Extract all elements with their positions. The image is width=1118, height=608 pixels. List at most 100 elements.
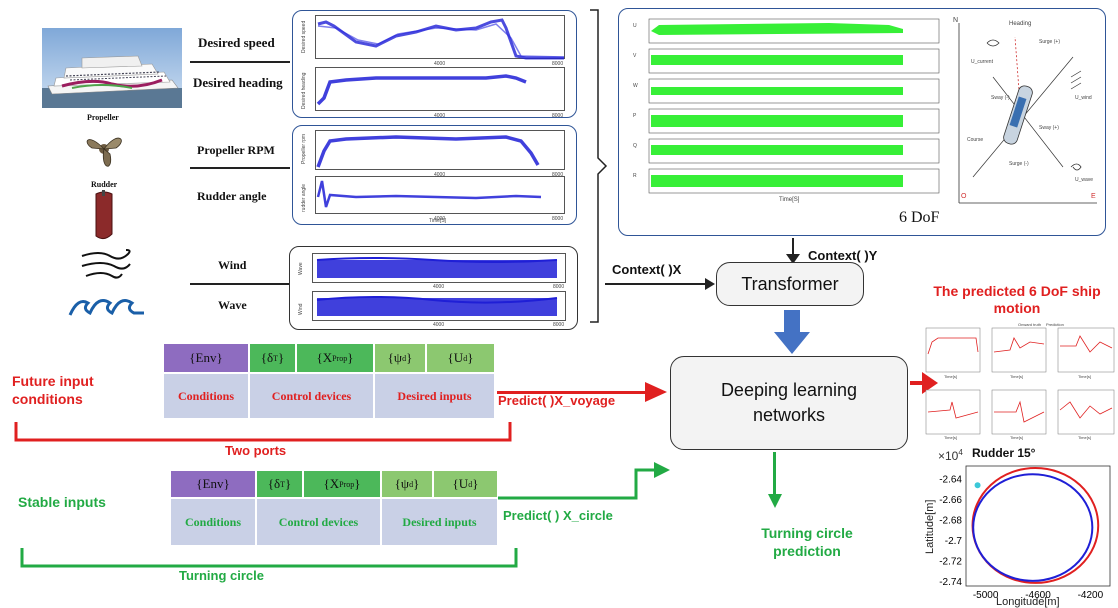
propeller-rpm-label: Propeller RPM	[197, 143, 275, 157]
circle-arrow	[498, 462, 670, 500]
wind-series	[316, 296, 558, 316]
wave-series	[316, 257, 558, 278]
turning-circle-label: Turning circle	[179, 568, 264, 583]
two-ports-label: Two ports	[225, 443, 287, 458]
speed-plot: 4000 8000	[315, 15, 565, 67]
start-marker	[974, 482, 981, 489]
desired-heading-label: Desired heading	[193, 75, 283, 90]
wave-ylabel: Wave	[298, 262, 304, 275]
wind-label: Wind	[218, 258, 247, 272]
context-x-arrowhead	[705, 278, 715, 290]
y-tick-label: -2.72	[939, 556, 962, 567]
dl-networks-box: Deeping learning networks	[670, 356, 908, 450]
wave-plot: 4000 8000	[312, 253, 566, 290]
propeller-label: Propeller	[87, 113, 119, 122]
rudder-series	[316, 180, 542, 208]
y-tick-label: -2.7	[945, 536, 963, 547]
transformer-box: Transformer	[716, 262, 864, 306]
predict-circle-label: Predict( ) X_circle	[503, 508, 613, 523]
desired-speed-label: Desired speed	[198, 35, 275, 50]
conditions-cell: Conditions	[163, 373, 249, 419]
wave-icon	[68, 299, 144, 316]
stable-inputs-label: Stable inputs	[18, 494, 106, 510]
voyage-arrowhead	[645, 382, 667, 402]
body-frame-axes	[958, 23, 1097, 204]
rudder-plot: 4000 8000	[315, 176, 565, 222]
turning-circle-series-1	[972, 473, 1094, 582]
dof-plots	[629, 17, 944, 207]
chart-xlabel: Longitude[m]	[996, 596, 1060, 608]
x-tick-label: -5000	[973, 590, 999, 601]
y-tick-label: -2.64	[939, 474, 962, 485]
dof-caption: 6 DoF	[899, 209, 940, 226]
conditions-cell: Conditions	[170, 498, 256, 546]
turning-circle-plot: -2.64 -2.66 -2.68 -2.7 -2.72 -2.74 -5000 -4600 -…	[939, 465, 1111, 601]
env-cell: {Env}	[170, 470, 256, 498]
context-y-label: Context( )Y	[808, 248, 878, 263]
predict-voyage-label: Predict( )X_voyage	[498, 393, 616, 408]
mini-plot-series	[925, 327, 1115, 435]
wind-icon	[81, 249, 131, 279]
wind-plot: 4000 8000	[312, 291, 566, 328]
future-conditions-label: Future input conditions	[12, 373, 94, 408]
ferry-icon	[42, 28, 182, 108]
rudder-label: Rudder	[91, 180, 118, 189]
y-tick-label: -2.66	[939, 495, 962, 506]
rpm-series	[316, 135, 540, 168]
heading-plot: 4000 8000	[315, 67, 565, 119]
heading-ylabel: Desired heading	[301, 72, 307, 109]
dof-series	[648, 18, 940, 194]
rudder-ylabel: rudder angle	[301, 183, 307, 212]
output-arrow	[910, 372, 938, 394]
speed-series	[317, 18, 565, 60]
dof-panel: U V W P Q R Time[S] 6 DoF N Heading Surg…	[618, 8, 1106, 236]
turning-down-arrow	[768, 452, 782, 508]
wind-ylabel: Wind	[298, 303, 304, 315]
env-cell: {Env}	[163, 343, 249, 373]
ship-photo	[42, 28, 182, 108]
transformer-down-arrow	[774, 310, 810, 354]
heading-series	[316, 74, 527, 106]
wind-wave-panel: 4000 8000 Wave 4000 8000 Wind	[289, 246, 578, 330]
desired-inputs-cell: Desired inputs	[374, 373, 495, 419]
turning-circle-bracket	[20, 548, 518, 568]
control-devices-cell: Control devices	[256, 498, 381, 546]
turning-circle-chart: ×104 Rudder 15° Latitude[m] -2.64-2.66-2…	[920, 446, 1116, 608]
control-devices-cell: Control devices	[249, 373, 374, 419]
rpm-plot: 4000 8000	[315, 130, 565, 178]
rudder-icon	[95, 190, 113, 240]
inputs-brace	[590, 9, 608, 323]
y-tick-label: -2.74	[939, 577, 962, 588]
rudder-angle-label: Rudder angle	[197, 189, 267, 203]
speed-ylabel: Desired speed	[301, 20, 307, 53]
chart-title: Rudder 15°	[972, 446, 1036, 460]
ship-frame-diagram: N Heading Surge (+) Sway (-) Sway (+) Su…	[953, 17, 1101, 207]
turning-prediction-label: Turning circle prediction	[761, 525, 853, 559]
chart-exponent: ×104	[938, 448, 963, 463]
speed-heading-panel: 4000 8000 Desired speed 4000 8000 Desire…	[292, 10, 577, 119]
context-y-arrowhead	[786, 254, 800, 264]
mini-plot-grid: Onward truth Prediction Time[s] Time[s] …	[920, 322, 1116, 440]
x-tick-label: -4200	[1078, 590, 1104, 601]
desired-inputs-cell: Desired inputs	[381, 498, 498, 546]
plot-frame	[965, 465, 1111, 587]
propeller-icon	[86, 137, 122, 167]
wave-label: Wave	[218, 298, 247, 312]
rpm-rudder-panel: 4000 8000 Propeller rpm 4000 8000 rudder…	[292, 125, 577, 225]
x-tick-label: -4600	[1025, 590, 1051, 601]
context-x-label: Context( )X	[612, 262, 682, 277]
y-tick-label: -2.68	[939, 515, 962, 526]
rpm-ylabel: Propeller rpm	[301, 133, 307, 164]
predicted-title: The predicted 6 DoF ship motion	[933, 283, 1101, 316]
two-ports-bracket	[14, 422, 512, 442]
